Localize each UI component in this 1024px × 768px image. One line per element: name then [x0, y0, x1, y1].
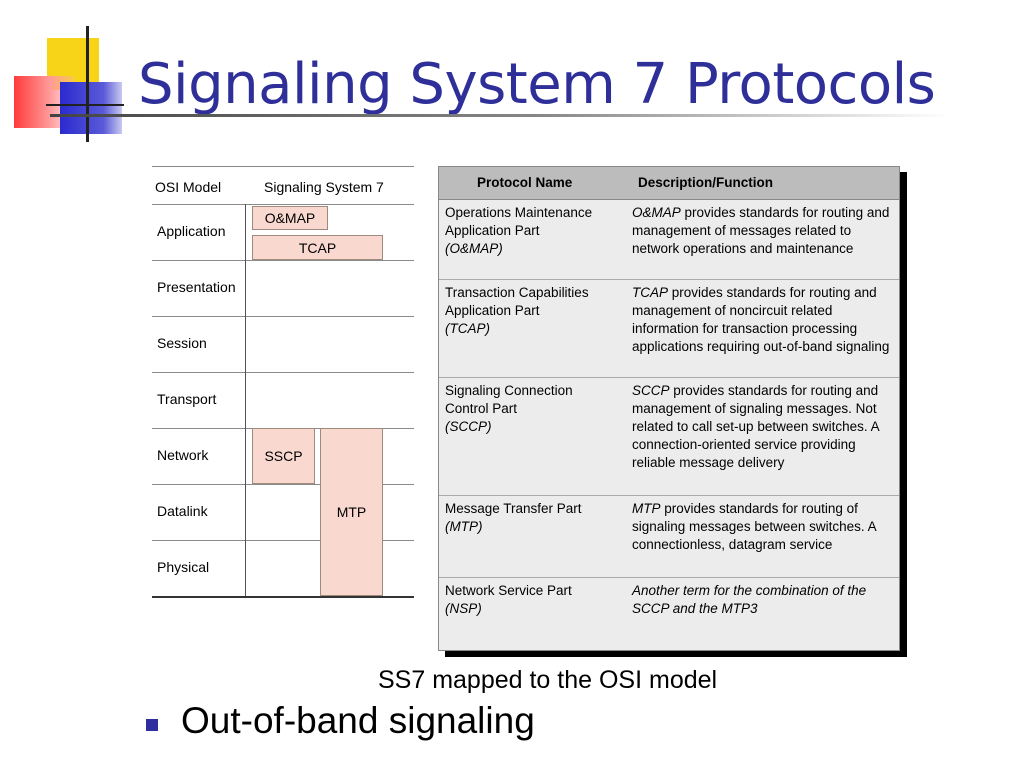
header-protocol-name: Protocol Name [477, 175, 573, 190]
description-text: provides standards for routing and manag… [632, 383, 879, 470]
protocol-name-line: Control Part [445, 401, 518, 416]
diagram-top-rule [152, 166, 414, 167]
diagram-row-divider [152, 260, 414, 261]
table-row: Signaling Connection Control Part (SCCP)… [439, 377, 899, 496]
table-row: Message Transfer Part (MTP) MTP provides… [439, 495, 899, 578]
table-header-row: Protocol Name Description/Function [439, 167, 899, 200]
description-cell: O&MAP provides standards for routing and… [632, 204, 894, 258]
template-horizontal-line [46, 104, 124, 106]
ss7-header: Signaling System 7 [264, 179, 384, 195]
bullet-square-icon [146, 719, 158, 731]
description-cell: MTP provides standards for routing of si… [632, 500, 894, 554]
omap-box: O&MAP [252, 206, 328, 230]
table-row: Operations Maintenance Application Part … [439, 199, 899, 280]
osi-model-header: OSI Model [155, 179, 222, 195]
osi-ss7-diagram: OSI Model Signaling System 7 Application… [152, 166, 414, 598]
header-description: Description/Function [638, 175, 773, 190]
diagram-bottom-rule [152, 596, 414, 598]
sscp-box: SSCP [252, 428, 315, 484]
layer-application: Application [157, 223, 226, 239]
protocol-name-cell: Network Service Part (NSP) [445, 582, 623, 618]
protocol-name-cell: Operations Maintenance Application Part … [445, 204, 623, 258]
description-abbreviation: MTP [632, 501, 661, 516]
description-abbreviation: TCAP [632, 285, 669, 300]
description-text: Another term for the combination of the … [632, 583, 867, 616]
protocol-name-cell: Message Transfer Part (MTP) [445, 500, 623, 536]
table-row: Transaction Capabilities Application Par… [439, 279, 899, 378]
layer-physical: Physical [157, 559, 210, 575]
layer-transport: Transport [157, 391, 217, 407]
diagram-row-divider [152, 372, 414, 373]
protocol-abbreviation: (O&MAP) [445, 241, 503, 256]
protocol-name-cell: Transaction Capabilities Application Par… [445, 284, 623, 338]
diagram-row-divider [152, 540, 414, 541]
figure-caption: SS7 mapped to the OSI model [378, 666, 718, 694]
protocol-name-line: Message Transfer Part [445, 501, 582, 516]
protocol-abbreviation: (TCAP) [445, 321, 490, 336]
protocol-abbreviation: (SCCP) [445, 419, 492, 434]
description-text: provides standards for routing and manag… [632, 205, 890, 256]
layer-network: Network [157, 447, 209, 463]
description-cell: Another term for the combination of the … [632, 582, 894, 618]
diagram-row-divider [152, 204, 414, 205]
description-cell: SCCP provides standards for routing and … [632, 382, 894, 472]
protocol-abbreviation: (MTP) [445, 519, 483, 534]
mtp-box-label: MTP [336, 504, 367, 520]
slide-title: Signaling System 7 Protocols [138, 52, 936, 117]
template-vertical-line [86, 26, 89, 142]
description-text: provides standards for routing and manag… [632, 285, 890, 354]
protocol-table: Protocol Name Description/Function Opera… [438, 166, 900, 651]
protocol-name-line: Application Part [445, 223, 540, 238]
protocol-name-line: Transaction Capabilities [445, 285, 589, 300]
protocol-name-line: Network Service Part [445, 583, 572, 598]
diagram-column-divider [245, 204, 246, 596]
template-blue-square [60, 82, 122, 134]
mtp-box: MTP [320, 428, 383, 596]
diagram-row-divider [152, 484, 414, 485]
description-abbreviation: SCCP [632, 383, 670, 398]
tcap-box: TCAP [252, 235, 383, 260]
protocol-name-line: Operations Maintenance [445, 205, 593, 220]
title-underline [50, 114, 950, 117]
protocol-abbreviation: (NSP) [445, 601, 482, 616]
description-abbreviation: O&MAP [632, 205, 681, 220]
table-row: Network Service Part (NSP) Another term … [439, 577, 899, 650]
diagram-row-divider [152, 316, 414, 317]
description-cell: TCAP provides standards for routing and … [632, 284, 894, 356]
description-text: provides standards for routing of signal… [632, 501, 876, 552]
protocol-name-line: Signaling Connection [445, 383, 573, 398]
layer-session: Session [157, 335, 207, 351]
layer-presentation: Presentation [157, 279, 236, 295]
bullet-item: Out-of-band signaling [181, 700, 535, 741]
layer-datalink: Datalink [157, 503, 208, 519]
protocol-name-cell: Signaling Connection Control Part (SCCP) [445, 382, 623, 436]
protocol-name-line: Application Part [445, 303, 540, 318]
